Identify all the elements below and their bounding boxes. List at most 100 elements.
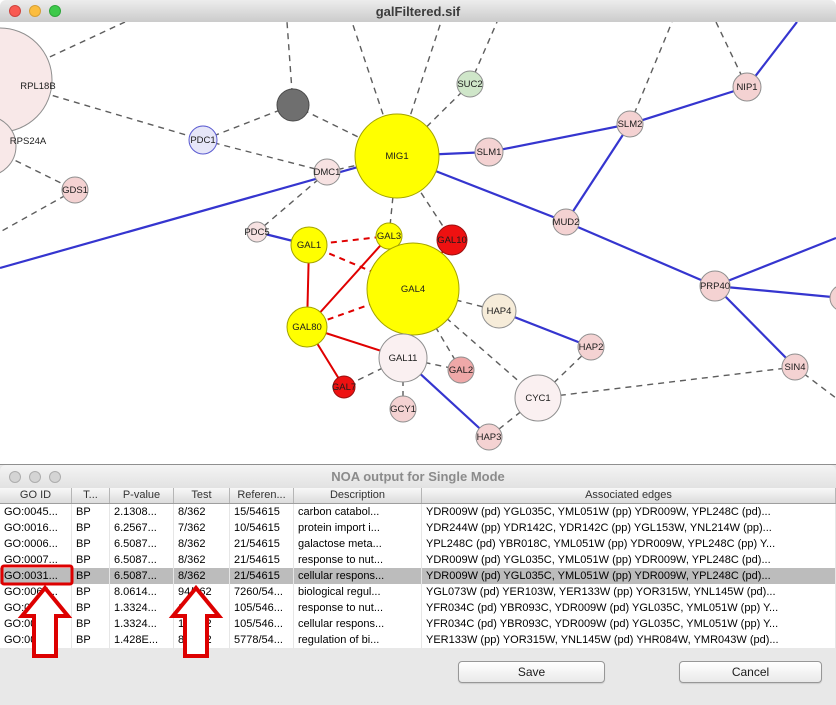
cell-description: carbon catabol... xyxy=(294,504,422,520)
node-gal7[interactable] xyxy=(332,375,356,399)
cell-p_value: 1.3324... xyxy=(110,600,174,616)
cell-go_id: GO:0007... xyxy=(0,552,72,568)
column-header-test[interactable]: Test xyxy=(174,488,230,503)
node-gal80[interactable] xyxy=(286,306,328,348)
node-mig1[interactable] xyxy=(354,113,440,199)
column-header-go_id[interactable]: GO ID xyxy=(0,488,72,503)
node-hap2[interactable] xyxy=(577,333,605,361)
edge-sin4-offscreen xyxy=(794,366,836,399)
node-rps24a[interactable] xyxy=(0,116,17,176)
cell-type: BP xyxy=(72,552,110,568)
node-gal1[interactable] xyxy=(290,226,328,264)
node-label-mig1: MIG1 xyxy=(385,151,408,162)
node-slm2[interactable] xyxy=(616,110,644,138)
cell-associated_edges: YDR009W (pd) YGL035C, YML051W (pp) YDR00… xyxy=(422,568,836,584)
close-button[interactable] xyxy=(9,5,21,17)
cell-go_id: GO:0065... xyxy=(0,584,72,600)
node-label-gal2: GAL2 xyxy=(449,365,473,376)
column-header-type[interactable]: T... xyxy=(72,488,110,503)
cell-reference: 10/54615 xyxy=(230,520,294,536)
node-pdc5[interactable] xyxy=(246,221,268,243)
column-header-reference[interactable]: Referen... xyxy=(230,488,294,503)
node-gal11[interactable] xyxy=(378,333,428,383)
cell-description: protein import i... xyxy=(294,520,422,536)
cell-type: BP xyxy=(72,536,110,552)
node-gal3[interactable] xyxy=(375,222,403,250)
cancel-button[interactable]: Cancel xyxy=(679,661,822,683)
node-slm1[interactable] xyxy=(474,137,504,167)
cell-reference: 105/546... xyxy=(230,616,294,632)
node-edge1[interactable] xyxy=(829,285,836,311)
node-dmc1[interactable] xyxy=(313,158,341,186)
node-prp40[interactable] xyxy=(699,270,731,302)
node-gds1[interactable] xyxy=(61,176,89,204)
cell-p_value: 1.428E... xyxy=(110,632,174,648)
cell-reference: 15/54615 xyxy=(230,504,294,520)
minimize-button-inactive[interactable] xyxy=(29,470,41,483)
node-nip1[interactable] xyxy=(732,72,762,102)
network-window-titlebar[interactable]: galFiltered.sif xyxy=(0,0,836,23)
cell-test: 7/362 xyxy=(174,520,230,536)
node-cyc1[interactable] xyxy=(514,374,562,422)
node-mud2[interactable] xyxy=(552,208,580,236)
edge-slm2-offscreen xyxy=(629,22,673,125)
node-rpl18b[interactable] xyxy=(0,27,53,133)
cell-go_id: GO:0031... xyxy=(0,616,72,632)
node-suc2[interactable] xyxy=(456,70,484,98)
column-header-p_value[interactable]: P-value xyxy=(110,488,174,503)
cell-associated_edges: YPL248C (pd) YBR018C, YML051W (pp) YDR00… xyxy=(422,536,836,552)
cell-test: 8/362 xyxy=(174,568,230,584)
button-bar: Save Cancel xyxy=(0,648,836,705)
minimize-button[interactable] xyxy=(29,5,41,17)
cell-associated_edges: YGL073W (pd) YER103W, YER133W (pp) YOR31… xyxy=(422,584,836,600)
cell-associated_edges: YDR244W (pp) YDR142C, YDR142C (pp) YGL15… xyxy=(422,520,836,536)
node-label-slm2: SLM2 xyxy=(618,119,643,130)
zoom-button[interactable] xyxy=(49,5,61,17)
cell-p_value: 6.2567... xyxy=(110,520,174,536)
close-button-inactive[interactable] xyxy=(9,470,21,483)
cell-p_value: 8.0614... xyxy=(110,584,174,600)
node-pdc1[interactable] xyxy=(188,125,218,155)
zoom-button-inactive[interactable] xyxy=(49,470,61,483)
edge-gal1-gal4 xyxy=(308,244,414,290)
node-hap3[interactable] xyxy=(475,423,503,451)
cell-test: 14/362 xyxy=(174,616,230,632)
network-window-title: galFiltered.sif xyxy=(375,3,461,19)
save-button[interactable]: Save xyxy=(458,661,605,683)
column-header-description[interactable]: Description xyxy=(294,488,422,503)
cell-associated_edges: YDR009W (pd) YGL035C, YML051W (pp) YDR00… xyxy=(422,504,836,520)
node-gal2[interactable] xyxy=(447,356,475,384)
cell-associated_edges: YFR034C (pd) YBR093C, YDR009W (pd) YGL03… xyxy=(422,616,836,632)
cell-type: BP xyxy=(72,616,110,632)
cell-description: response to nut... xyxy=(294,600,422,616)
cell-go_id: GO:0009... xyxy=(0,600,72,616)
column-header-associated_edges[interactable]: Associated edges xyxy=(422,488,836,503)
cell-type: BP xyxy=(72,632,110,648)
node-gal10[interactable] xyxy=(436,224,468,256)
cell-reference: 7260/54... xyxy=(230,584,294,600)
edge-cyc1-sin4 xyxy=(537,366,796,399)
node-label-gal80: GAL80 xyxy=(292,322,322,333)
node-label-prp40: PRP40 xyxy=(700,281,730,292)
node-label-sin4: SIN4 xyxy=(784,362,805,373)
node-label-hap3: HAP3 xyxy=(477,432,502,443)
node-sin4[interactable] xyxy=(781,353,809,381)
node-gal4[interactable] xyxy=(366,242,460,336)
node-hap4[interactable] xyxy=(481,293,517,329)
node-dark1[interactable] xyxy=(276,88,310,122)
node-gcy1[interactable] xyxy=(389,395,417,423)
noa-window-titlebar[interactable]: NOA output for Single Mode xyxy=(0,465,836,489)
cell-type: BP xyxy=(72,600,110,616)
cell-p_value: 2.1308... xyxy=(110,504,174,520)
